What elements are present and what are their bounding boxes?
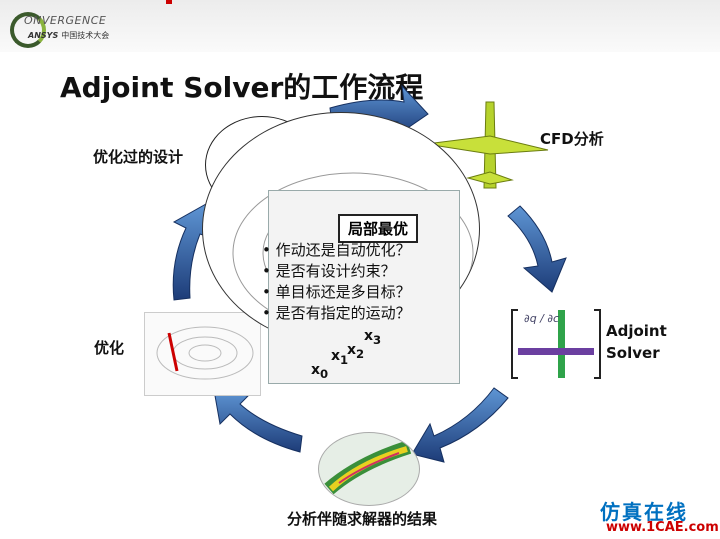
logo-line1: ONVERGENCE: [24, 14, 107, 27]
label-optimized-design: 优化过的设计: [93, 148, 184, 166]
list-item: 是否有设计约束？: [262, 261, 411, 282]
x0-label: x0: [311, 362, 329, 381]
logo-brand: ANSYS: [28, 31, 59, 40]
local-optimum-box: 局部最优: [338, 214, 419, 243]
logo-ring-icon: [10, 12, 46, 48]
logo-cn: 中国技术大会: [61, 31, 110, 40]
aircraft-image: [425, 101, 549, 189]
watermark-url: www.1CAE.com: [606, 520, 719, 535]
optimization-contour-image: [144, 312, 261, 396]
adjoint-line2: Solver: [606, 344, 660, 362]
label-cfd: CFD分析: [540, 130, 604, 148]
slide-title: Adjoint Solver的工作流程: [60, 71, 424, 104]
x2-label: x2: [347, 342, 365, 361]
question-list: 作动还是自动优化？ 是否有设计约束？ 单目标还是多目标？ 是否有指定的运动？: [262, 240, 411, 324]
label-optimization: 优化: [94, 339, 125, 357]
x1-label: x1: [331, 348, 349, 367]
adjoint-matrix-icon: [511, 309, 601, 379]
list-item: 单目标还是多目标？: [262, 282, 411, 303]
x3-label: x3: [364, 328, 382, 347]
corner-mark: [166, 0, 172, 4]
label-adjoint-result: 分析伴随求解器的结果: [287, 510, 438, 528]
arrow-bottom-right: [411, 387, 509, 463]
derivative-symbol: ∂q / ∂c: [524, 312, 560, 325]
arrow-right: [507, 205, 567, 293]
list-item: 作动还是自动优化？: [262, 240, 411, 261]
header-band: [0, 0, 720, 52]
arrow-bottom-left: [213, 389, 303, 453]
watermark-cn: 仿真在线: [600, 500, 688, 524]
list-item: 是否有指定的运动？: [262, 303, 411, 324]
adjoint-line1: Adjoint: [606, 322, 667, 340]
adjoint-result-image: [318, 432, 420, 506]
